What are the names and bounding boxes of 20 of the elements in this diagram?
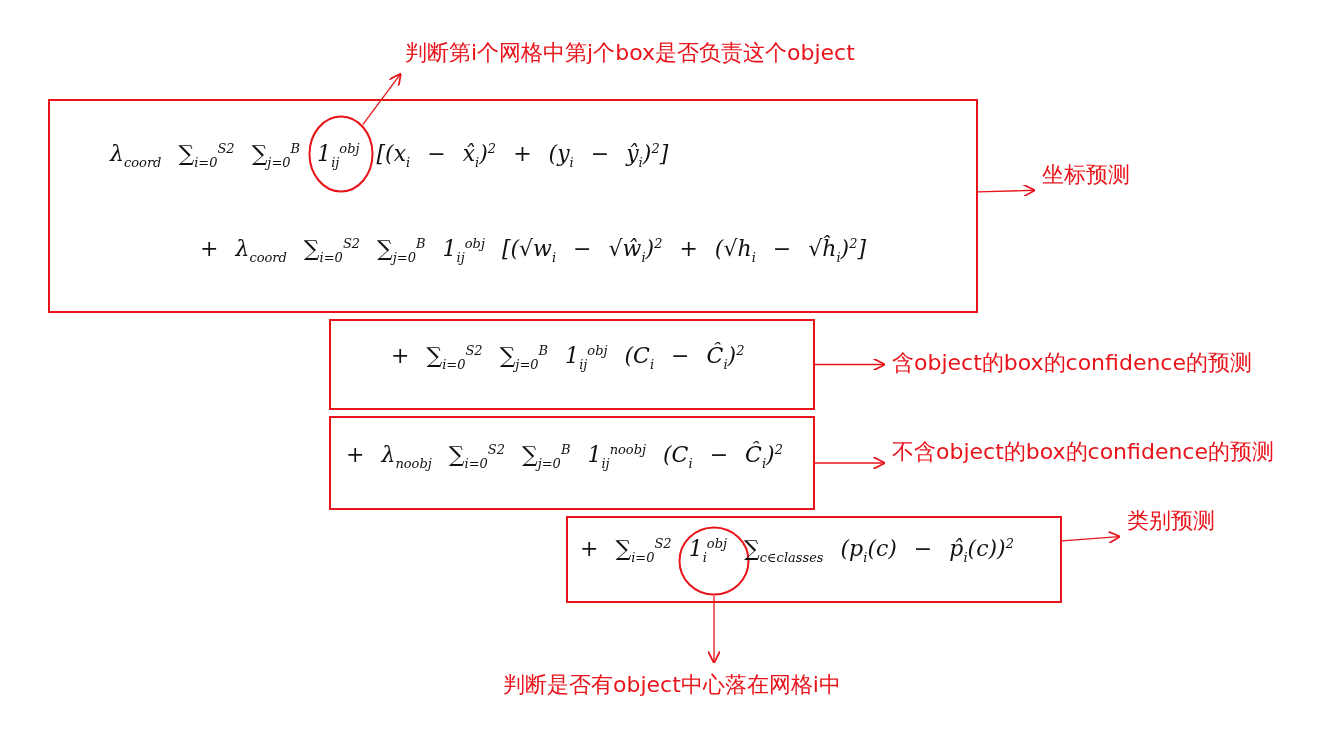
annotation-text: 不含object的box的confidence的预测 [892,437,1274,467]
formula: + λ$_{coord}$ ∑$_{i=0}$$^{S2}$ ∑$_{j=0}$$^{B}$ 1$_{ij}$$^{obj}$ [(√w$_{i}$ − √ŵ$_{i}$)$^{2}$ + (√h$_{i}$ − √ĥ$_{i}$)$^{2}$] [200,236,867,265]
formula: λ$_{coord}$ ∑$_{i=0}$$^{S2}$ ∑$_{j=0}$$^{B}$ 1$_{ij}$$^{obj}$ [(x$_{i}$ − x̂$_{i}$)$^{2}$ + (y$_{i}$ − ŷ$_{i}$)$^{2}$] [110,141,669,170]
arrow [977,183,1037,198]
formula-box [329,416,815,510]
annotation-text: 含object的box的confidence的预测 [892,348,1252,378]
formula: + λ$_{noobj}$ ∑$_{i=0}$$^{S2}$ ∑$_{j=0}$$^{B}$ 1$_{ij}$$^{noobj}$ (C$_{i}$ − Ĉ$_{i}$)$^{2}$ [346,442,783,471]
annotation-text: 判断是否有object中心落在网格i中 [503,670,841,700]
formula: + ∑$_{i=0}$$^{S2}$ ∑$_{j=0}$$^{B}$ 1$_{ij}$$^{obj}$ (C$_{i}$ − Ĉ$_{i}$)$^{2}$ [391,343,745,372]
formula-box [329,319,815,410]
formula-box [566,516,1062,603]
arrow [707,595,721,665]
arrow [362,72,402,126]
arrow [814,357,887,372]
annotation-text: 判断第i个网格中第j个box是否负责这个object [405,38,855,68]
arrow [814,456,887,470]
formula-box [48,99,978,313]
annotation-text: 类别预测 [1127,506,1215,536]
arrow [1061,530,1122,545]
annotation-text: 坐标预测 [1042,160,1130,190]
